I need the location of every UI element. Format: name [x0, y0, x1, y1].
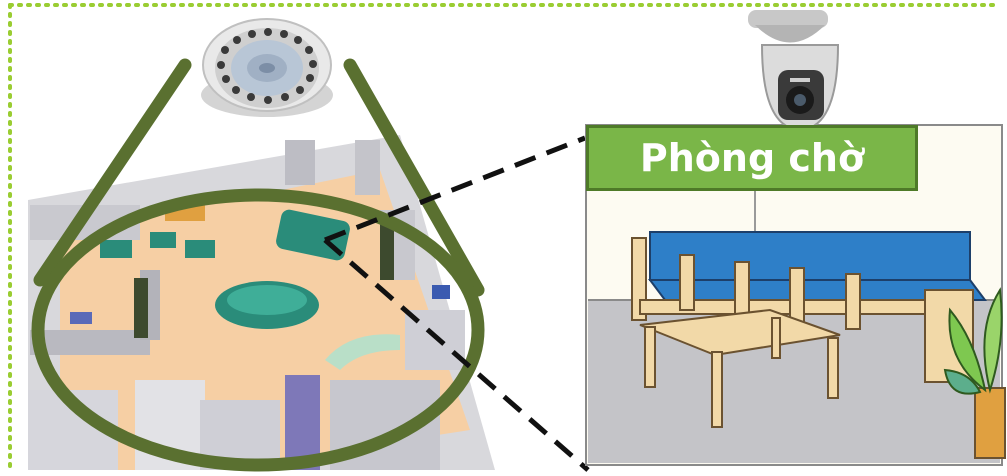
- coverage-ellipse: [31, 188, 485, 472]
- fisheye-camera-icon: [201, 18, 333, 117]
- plant-icon: [943, 287, 1006, 459]
- waiting-bench: [631, 231, 987, 383]
- fov-line-left: [33, 58, 192, 287]
- zoom-line-bottom: [323, 238, 590, 472]
- coffee-table: [639, 308, 841, 428]
- ptz-camera-icon: [748, 10, 840, 132]
- fov-line-right: [343, 58, 485, 297]
- zoom-line-top: [324, 135, 586, 243]
- room-label: Phòng chờ: [586, 125, 918, 191]
